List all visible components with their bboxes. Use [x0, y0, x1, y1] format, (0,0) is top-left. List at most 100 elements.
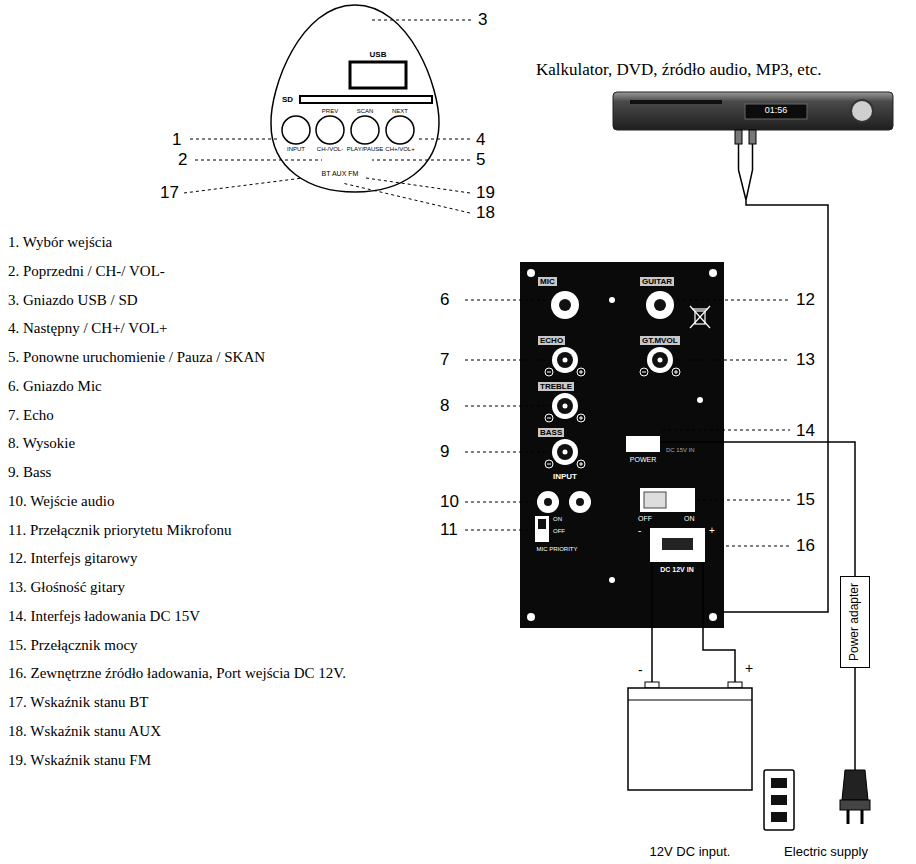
slot-label: USB: [370, 50, 387, 59]
power-cable: [854, 668, 856, 770]
knob-cap: [557, 398, 573, 414]
weee-symbol: [690, 306, 710, 328]
polarity-mark: -: [638, 662, 643, 678]
button-label: PLAY/PAUSE: [347, 146, 383, 153]
plus-mark: [577, 414, 585, 422]
part-description: 15. Przełącznik mocy: [8, 637, 138, 654]
power-plug: [842, 770, 868, 800]
leader-line: [677, 300, 790, 301]
panel-label: INPUT: [553, 472, 577, 481]
part-description: 3. Gniazdo USB / SD: [8, 292, 138, 309]
callout-number: 5: [476, 150, 485, 170]
button-label: CH-/VOL-: [317, 146, 343, 153]
hole: [527, 269, 535, 277]
cross: [690, 306, 710, 328]
leader-line: [465, 452, 550, 453]
power-cable: [660, 442, 855, 576]
plug-prong: [861, 810, 864, 824]
leader-line: [416, 139, 470, 140]
minus-mark: [545, 414, 553, 422]
switch-lever: [538, 519, 546, 529]
button: [316, 116, 344, 144]
jack: [569, 491, 591, 513]
callout-number: 1: [172, 130, 181, 150]
button-label: NEXT: [392, 108, 408, 115]
sd-slot: [300, 96, 432, 103]
callout-number: 18: [476, 203, 495, 223]
mic-jack: [551, 291, 579, 319]
leader-line: [676, 360, 790, 361]
polarity-mark: +: [745, 660, 753, 676]
plus-mark: [676, 370, 677, 374]
panel-label: OFF: [553, 528, 565, 535]
part-description: 1. Wybór wejścia: [8, 234, 112, 251]
dvd-player: [613, 92, 893, 130]
hole: [709, 269, 717, 277]
treble-knob: [545, 393, 585, 422]
jack-hole: [559, 299, 571, 311]
polarity-mark: -: [638, 525, 641, 537]
panel-label: DC 12V IN: [660, 566, 693, 574]
panel-tag: ECHO: [538, 336, 565, 345]
usb-slot: [350, 62, 406, 88]
jack: [551, 291, 579, 319]
battery: [628, 688, 752, 790]
plus-mark: [577, 368, 585, 376]
caption-label: Electric supply: [784, 845, 868, 860]
charging-port: [626, 436, 660, 452]
callout-number: 10: [440, 492, 459, 512]
knob-dot: [658, 358, 663, 363]
knob-dot: [563, 404, 568, 409]
callout-number: 15: [796, 490, 815, 510]
jack: [537, 491, 559, 513]
callout-number: 19: [476, 183, 495, 203]
knob-dot: [563, 358, 568, 363]
callout-number: 7: [440, 350, 449, 370]
panel-tag: GUITAR: [640, 277, 674, 286]
source-caption: Kalkulator, DVD, źródło audio, MP3, etc.: [536, 60, 821, 80]
display: [745, 104, 807, 119]
panel-label: DC 15V IN: [666, 447, 695, 454]
callout-number: 8: [440, 396, 449, 416]
echo-knob: [545, 347, 585, 376]
leader-line: [366, 178, 470, 193]
indicator-label: BT AUX FM: [322, 170, 359, 178]
panel-label: ON: [553, 516, 562, 523]
part-description: 12. Interfejs gitarowy: [8, 550, 138, 567]
minus-mark: [545, 460, 553, 468]
leader-line: [342, 183, 470, 213]
wall-outlet: [764, 770, 794, 830]
switch-rocker: [644, 492, 666, 508]
mounting-holes: [527, 269, 717, 621]
callout-number: 13: [796, 350, 815, 370]
plus-mark: [581, 416, 582, 420]
part-description: 6. Gniazdo Mic: [8, 378, 102, 395]
panel-label: ON: [684, 515, 695, 523]
plus-mark: [581, 462, 582, 466]
caption-label: 12V DC input.: [650, 845, 731, 860]
disc-tray: [630, 100, 722, 104]
leader-line: [465, 406, 550, 407]
callout-number: 2: [178, 150, 187, 170]
leader-line: [697, 500, 790, 501]
display-text: 01:56: [765, 105, 788, 115]
leader-line: [720, 546, 790, 547]
part-description: 10. Wejście audio: [8, 493, 114, 510]
knob-cap: [557, 444, 573, 460]
part-description: 7. Echo: [8, 407, 54, 424]
callout-number: 11: [440, 520, 458, 540]
hole: [697, 397, 703, 403]
part-description: 8. Wysokie: [8, 435, 75, 452]
plus-mark: [577, 460, 585, 468]
leader-line: [372, 160, 470, 161]
callout-number: 16: [796, 536, 815, 556]
jack-hole: [576, 498, 584, 506]
knob-dot: [563, 450, 568, 455]
panel-tag: MIC: [538, 277, 557, 286]
panel-label: MIC PRIORITY: [536, 546, 577, 553]
leader-line: [465, 300, 549, 301]
button: [386, 116, 414, 144]
leader-line: [465, 530, 533, 531]
slot-label: SD: [282, 95, 293, 104]
